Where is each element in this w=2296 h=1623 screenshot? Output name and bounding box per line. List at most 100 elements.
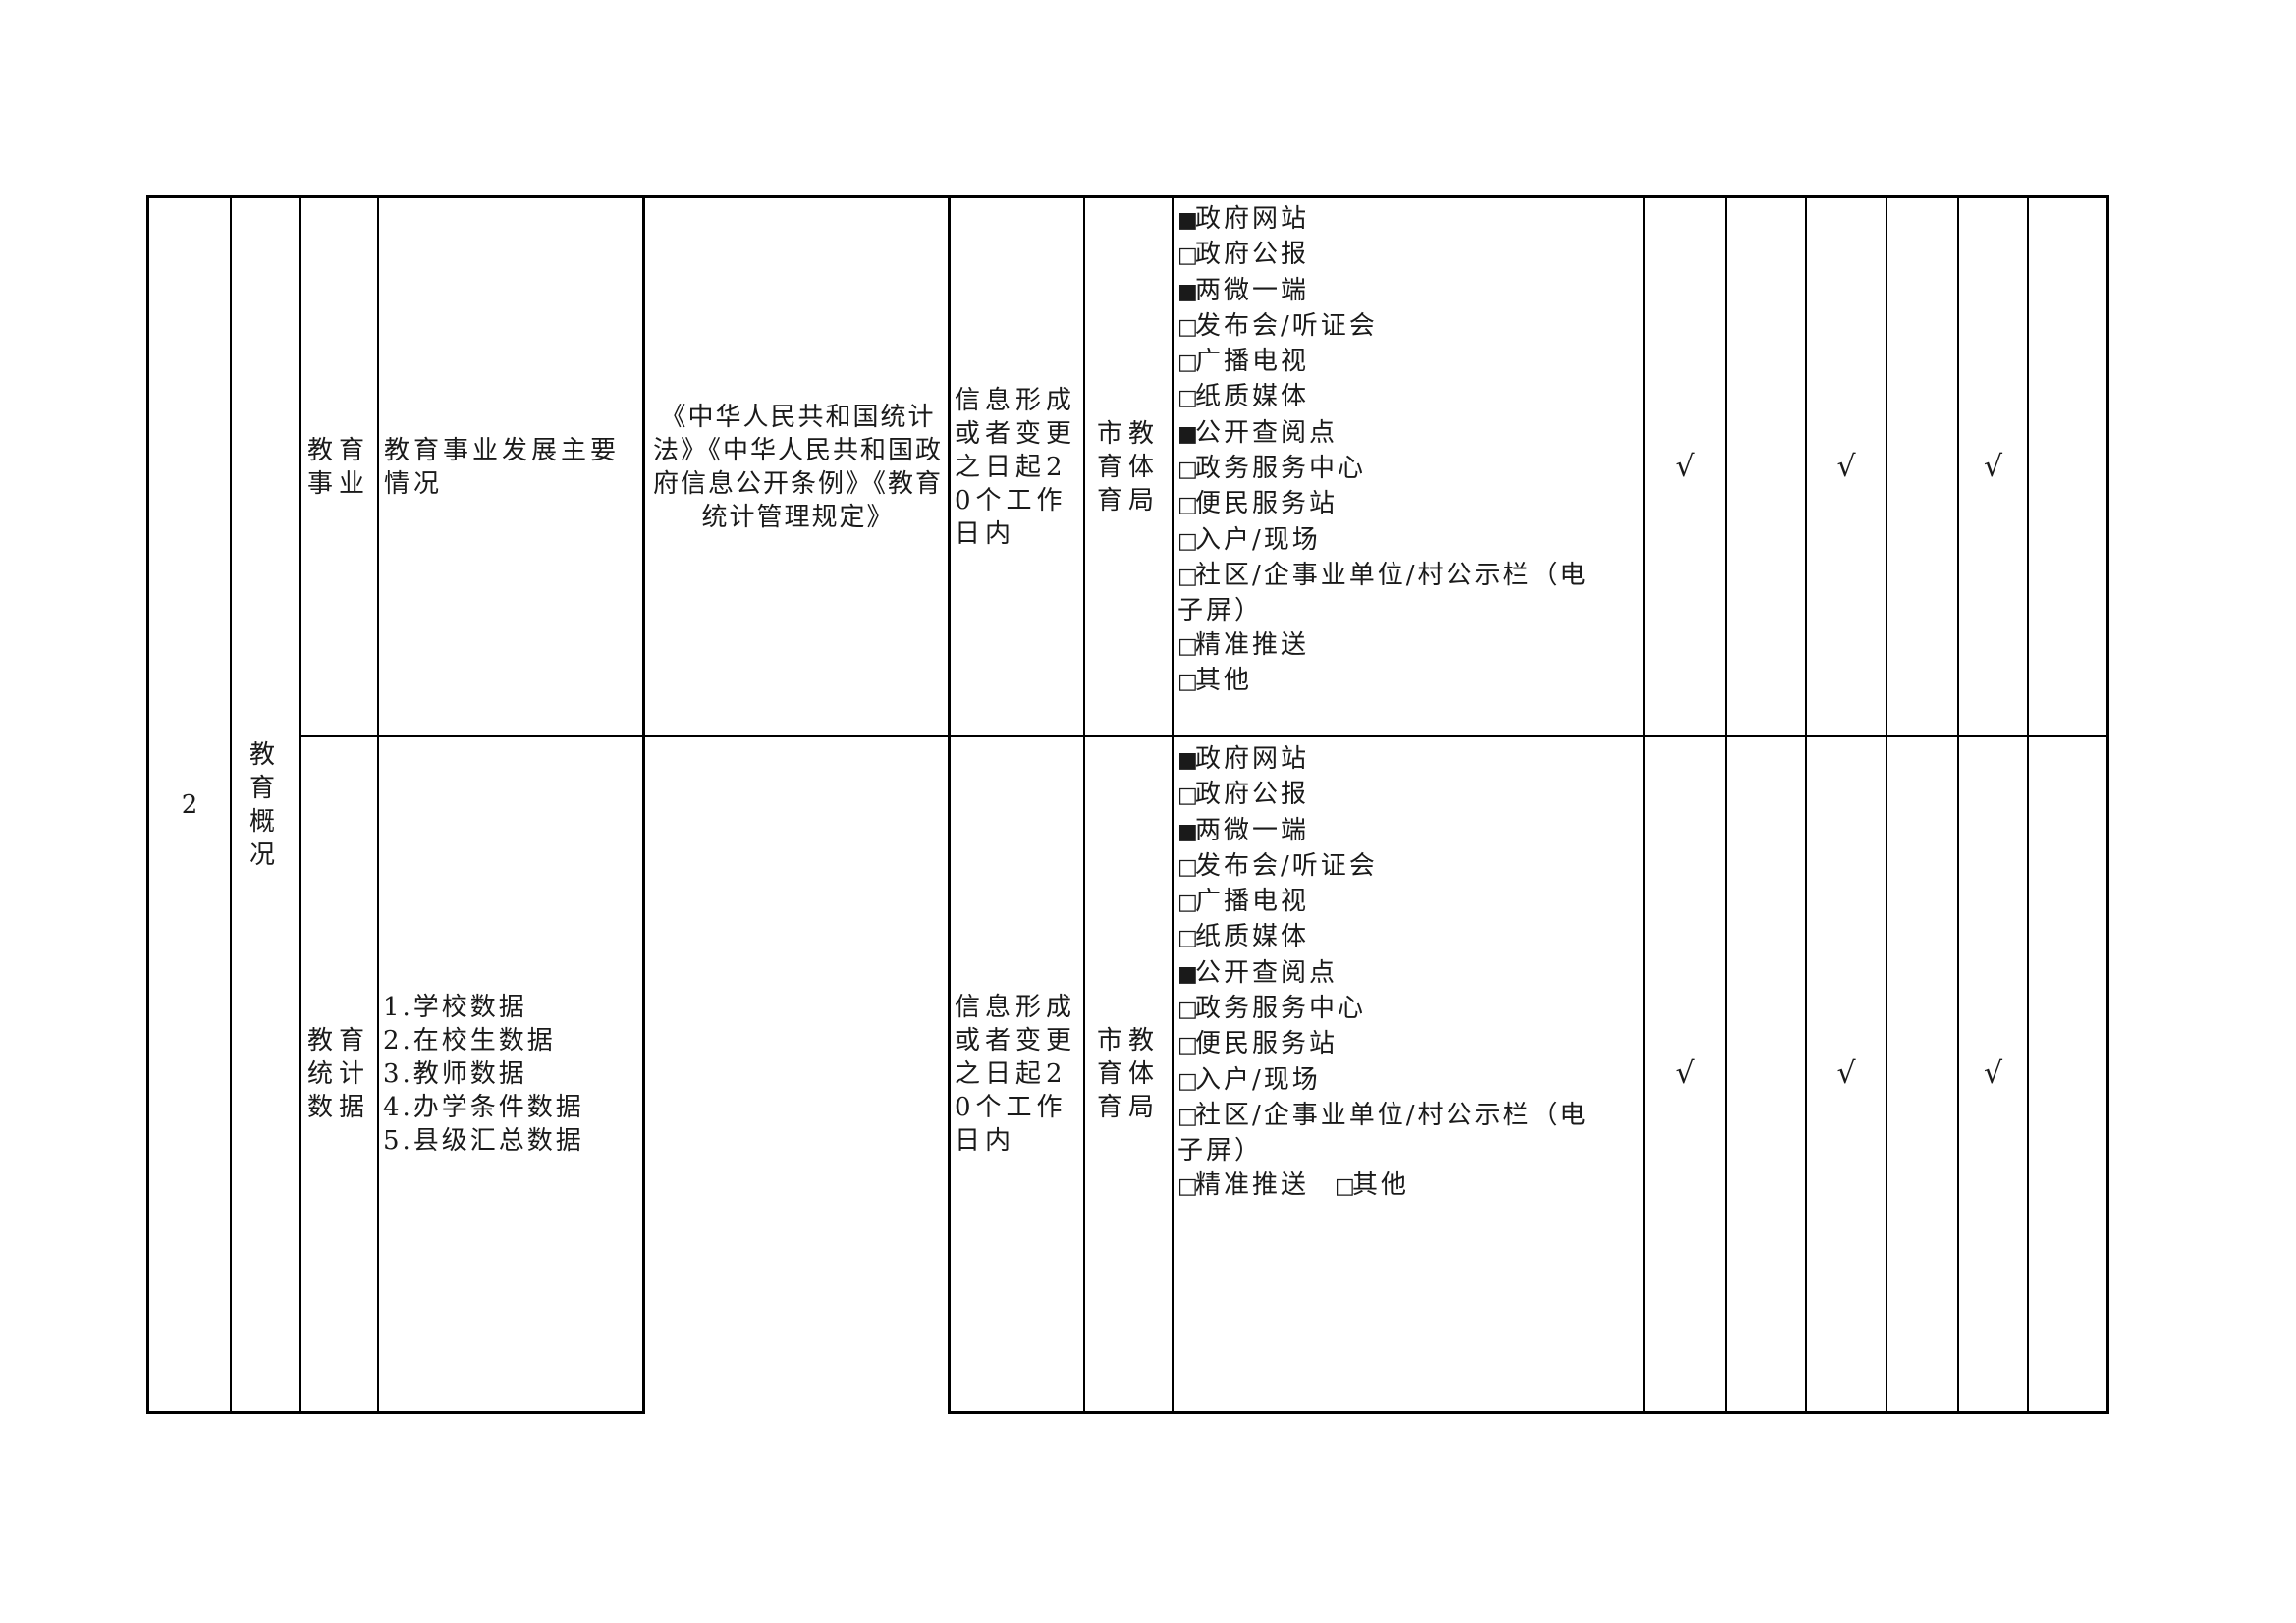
unchecked-box-icon: □ bbox=[1177, 669, 1201, 694]
channel-label: 社区/企事业单位/村公示栏（电子屏） bbox=[1177, 560, 1589, 626]
unchecked-box-icon: □ bbox=[1177, 891, 1201, 916]
unchecked-box-icon: □ bbox=[1177, 998, 1201, 1023]
subitem-1-basis-text: 《中华人民共和国统计法》《中华人民共和国政府信息公开条例》《教育统计管理规定》 bbox=[652, 402, 943, 532]
subitem-1-subject-text: 市教育体育局 bbox=[1096, 418, 1160, 515]
checked-box-icon: ■ bbox=[1177, 961, 1201, 987]
subitem-1-timeframe-text: 信息形成或者变更之日起20个工作日内 bbox=[955, 385, 1077, 549]
unchecked-box-icon: □ bbox=[1177, 1033, 1201, 1058]
channel-label: 两微一端 bbox=[1195, 275, 1310, 305]
content-line: 4.办学条件数据 bbox=[383, 1093, 584, 1122]
subitem-1-basis: 《中华人民共和国统计法》《中华人民共和国政府信息公开条例》《教育统计管理规定》 bbox=[648, 198, 948, 735]
vline-8 bbox=[1643, 195, 1645, 1414]
channel-item: □发布会/听证会 bbox=[1177, 309, 1643, 345]
content-line: 3.教师数据 bbox=[383, 1059, 527, 1089]
subitem-2-check-4 bbox=[1887, 737, 1957, 1411]
unchecked-box-icon: □ bbox=[1177, 784, 1201, 809]
sequence-number-text: 2 bbox=[181, 789, 198, 820]
channel-label: 政府公报 bbox=[1195, 780, 1310, 810]
subitem-2-check-1: √ bbox=[1645, 737, 1725, 1411]
channel-item: ■政府网站 bbox=[1177, 742, 1643, 778]
unchecked-box-icon: □ bbox=[1177, 314, 1201, 340]
check-mark: √ bbox=[1836, 449, 1856, 484]
subitem-2-check-3: √ bbox=[1807, 737, 1886, 1411]
subitem-2-name: 教育统计数据 bbox=[301, 737, 377, 1411]
unchecked-box-icon: □ bbox=[1177, 926, 1201, 951]
channel-label: 精准推送 bbox=[1195, 1169, 1310, 1200]
channel-label: 政府网站 bbox=[1195, 204, 1310, 234]
subitem-1-subject: 市教育体育局 bbox=[1085, 198, 1172, 735]
channel-item: □广播电视 bbox=[1177, 885, 1643, 920]
channel-item: □纸质媒体 bbox=[1177, 920, 1643, 955]
unchecked-box-icon: □ bbox=[1177, 386, 1201, 411]
content-line: 1.学校数据 bbox=[383, 993, 527, 1022]
unchecked-box-icon: □ bbox=[1177, 458, 1201, 483]
check-mark: √ bbox=[1836, 1056, 1856, 1091]
subitem-1-check-4 bbox=[1887, 198, 1957, 735]
channel-label: 社区/企事业单位/村公示栏（电子屏） bbox=[1177, 1100, 1589, 1166]
unchecked-box-icon: □ bbox=[1177, 1068, 1201, 1094]
channel-item: □社区/企事业单位/村公示栏（电子屏） bbox=[1177, 1099, 1610, 1168]
subitem-2-check-6 bbox=[2029, 737, 2106, 1411]
unchecked-box-icon: □ bbox=[1177, 564, 1201, 589]
channel-item: □便民服务站 bbox=[1177, 487, 1643, 522]
channel-item: □政务服务中心 bbox=[1177, 452, 1643, 487]
channel-item: ■公开查阅点 bbox=[1177, 416, 1643, 452]
channel-list: ■政府网站□政府公报■两微一端□发布会/听证会□广播电视□纸质媒体■公开查阅点□… bbox=[1177, 742, 1643, 1204]
subitem-1-check-6 bbox=[2029, 198, 2106, 735]
unchecked-box-icon: □ bbox=[1335, 1173, 1358, 1199]
channel-label: 广播电视 bbox=[1195, 887, 1310, 917]
subitem-1-name: 教育事业 bbox=[301, 198, 377, 735]
subitem-1-check-3: √ bbox=[1807, 198, 1886, 735]
checked-box-icon: ■ bbox=[1177, 208, 1201, 233]
channel-label: 纸质媒体 bbox=[1195, 922, 1310, 952]
channel-item: ■两微一端 bbox=[1177, 274, 1643, 309]
vline-14 bbox=[2106, 195, 2109, 1414]
vline-12 bbox=[1957, 195, 1959, 1414]
unchecked-box-icon: □ bbox=[1177, 351, 1201, 376]
subitem-2-check-2 bbox=[1727, 737, 1805, 1411]
category-text: 教育概况 bbox=[248, 739, 281, 870]
checked-box-icon: ■ bbox=[1177, 421, 1201, 447]
subitem-1-content-text: 教育事业发展主要情况 bbox=[384, 435, 621, 499]
checked-box-icon: ■ bbox=[1177, 279, 1201, 304]
subitem-2-basis bbox=[648, 737, 948, 1411]
channel-item: □便民服务站 bbox=[1177, 1027, 1643, 1062]
vline-3 bbox=[377, 195, 379, 1414]
vline-9 bbox=[1725, 195, 1727, 1414]
channel-label: 其他 bbox=[1195, 665, 1253, 695]
channel-item: ■政府网站 bbox=[1177, 202, 1643, 238]
channel-item: □政府公报 bbox=[1177, 238, 1643, 273]
vline-6 bbox=[1083, 195, 1085, 1414]
check-mark: √ bbox=[1675, 1056, 1695, 1091]
vline-0 bbox=[146, 195, 149, 1414]
unchecked-box-icon: □ bbox=[1177, 493, 1201, 518]
vline-1 bbox=[230, 195, 232, 1414]
content-line: 5.县级汇总数据 bbox=[383, 1126, 584, 1156]
unchecked-box-icon: □ bbox=[1177, 243, 1201, 269]
check-mark: √ bbox=[1983, 1056, 2003, 1091]
channel-item: □政府公报 bbox=[1177, 778, 1643, 813]
channel-label: 政府公报 bbox=[1195, 240, 1310, 270]
channel-item: □发布会/听证会 bbox=[1177, 849, 1643, 885]
subitem-1-content: 教育事业发展主要情况 bbox=[384, 198, 642, 735]
table-border-bottom-left bbox=[146, 1411, 644, 1414]
row-divider bbox=[299, 735, 2109, 737]
subitem-2-subject: 市教育体育局 bbox=[1085, 737, 1172, 1411]
channel-item: ■两微一端 bbox=[1177, 814, 1643, 849]
subitem-1-check-1: √ bbox=[1645, 198, 1725, 735]
check-mark: √ bbox=[1675, 449, 1695, 484]
unchecked-box-icon: □ bbox=[1177, 1104, 1201, 1129]
vline-2 bbox=[299, 195, 301, 1414]
channel-item: □其他 bbox=[1177, 664, 1643, 699]
unchecked-box-icon: □ bbox=[1177, 528, 1201, 554]
unchecked-box-icon: □ bbox=[1177, 854, 1201, 880]
unchecked-box-icon: □ bbox=[1177, 633, 1201, 659]
subitem-1-channels: ■政府网站□政府公报■两微一端□发布会/听证会□广播电视□纸质媒体■公开查阅点□… bbox=[1177, 202, 1643, 732]
channel-label: 发布会/听证会 bbox=[1195, 310, 1378, 341]
channel-item: □精准推送□其他 bbox=[1177, 1168, 1643, 1204]
checked-box-icon: ■ bbox=[1177, 748, 1201, 773]
vline-10 bbox=[1805, 195, 1807, 1414]
channel-label: 其他 bbox=[1352, 1169, 1410, 1200]
